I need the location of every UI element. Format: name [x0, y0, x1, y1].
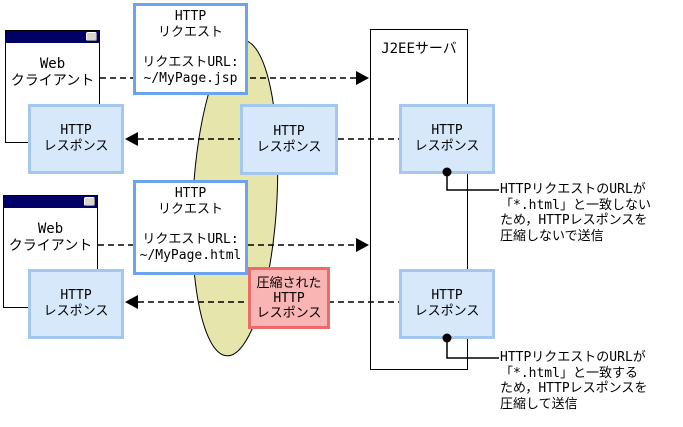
http-request-box-1: HTTP リクエスト リクエストURL: ~/MyPage.jsp — [133, 3, 248, 95]
transit-response-box: HTTP レスポンス — [240, 104, 338, 175]
response-line1: HTTP — [273, 123, 305, 139]
j2ee-server-label: J2EEサーバ — [381, 41, 457, 57]
request-url-value: ~/MyPage.html — [139, 248, 242, 263]
annotation-line: 圧縮しないで送信 — [500, 228, 604, 244]
annotation-line: 圧縮して送信 — [500, 396, 578, 412]
response-line1: HTTP — [431, 123, 463, 138]
compressed-response-box: 圧縮された HTTP レスポンス — [248, 267, 330, 329]
web-client-label-line2: クライアント — [10, 73, 95, 89]
annotation-dot-2 — [442, 333, 452, 343]
response-line2: レスポンス — [414, 304, 480, 319]
j2ee-server-box: J2EEサーバ — [370, 29, 468, 370]
response-line1: HTTP — [431, 288, 463, 303]
server-response-box-1: HTTP レスポンス — [399, 104, 495, 174]
response-arrowhead-1 — [125, 132, 138, 146]
annotation-line: 「*.html」と一致しない — [500, 197, 651, 213]
request-arrowhead-2 — [356, 238, 369, 252]
request-title-line2: リクエスト — [157, 25, 223, 40]
annotation-line: HTTPリクエストのURLが — [500, 182, 646, 197]
request-url-label: リクエストURL: — [142, 232, 239, 247]
response-line2: レスポンス — [256, 139, 322, 155]
response-line2: レスポンス — [43, 139, 109, 154]
request-arrowhead-1 — [356, 71, 369, 85]
client-response-box-2: HTTP レスポンス — [28, 269, 124, 339]
annotation-line: 「*.html」と一致する — [500, 365, 638, 381]
annotation-line: HTTPリクエストのURLが — [500, 350, 646, 365]
web-client-label: Web クライアント — [6, 56, 99, 90]
annotation-dot-1 — [442, 167, 452, 177]
annotation-connector-1 — [446, 175, 499, 191]
http-request-box-2: HTTP リクエスト リクエストURL: ~/MyPage.html — [133, 180, 248, 275]
annotation-no-compression: HTTPリクエストのURLが 「*.html」と一致しない ため，HTTPレスポ… — [500, 182, 651, 244]
response-line1: HTTP — [60, 123, 92, 138]
window-titlebar — [4, 196, 97, 208]
annotation-connector-2 — [446, 341, 499, 359]
request-url-value: ~/MyPage.jsp — [143, 71, 238, 86]
web-client-label-line1: Web — [37, 221, 64, 237]
response-line2: レスポンス — [414, 139, 480, 154]
client-response-box-1: HTTP レスポンス — [28, 104, 124, 174]
window-button-icon[interactable] — [84, 197, 95, 206]
web-client-label: Web クライアント — [4, 221, 97, 255]
response-arrowhead-2 — [125, 295, 138, 309]
request-title-line1: HTTP — [174, 9, 207, 24]
response-line2: レスポンス — [43, 304, 109, 319]
annotation-compression: HTTPリクエストのURLが 「*.html」と一致する ため，HTTPレスポン… — [500, 350, 647, 412]
compressed-line3: レスポンス — [256, 305, 322, 321]
web-client-label-line2: クライアント — [8, 238, 93, 254]
compressed-line1: 圧縮された — [256, 275, 322, 291]
request-url-label: リクエストURL: — [142, 55, 239, 70]
annotation-line: ため，HTTPレスポンスを — [500, 381, 648, 396]
annotation-line: ため，HTTPレスポンスを — [500, 213, 648, 228]
compressed-line2: HTTP — [273, 290, 305, 306]
request-title-line1: HTTP — [174, 186, 207, 201]
request-title-line2: リクエスト — [157, 202, 223, 217]
web-client-label-line1: Web — [39, 56, 66, 72]
window-button-icon[interactable] — [86, 32, 97, 41]
response-line1: HTTP — [60, 288, 92, 303]
window-titlebar — [6, 31, 99, 43]
